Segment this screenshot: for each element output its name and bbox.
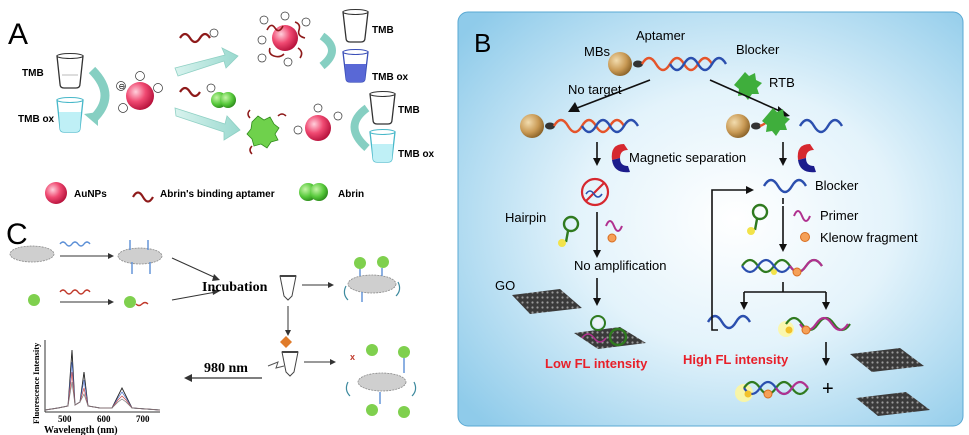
tick-500: 500 xyxy=(58,414,72,424)
tick-700: 700 xyxy=(136,414,150,424)
hairpin-right xyxy=(747,203,769,235)
go-sheet-right-2 xyxy=(856,392,930,416)
aunp-bare-bottom xyxy=(293,103,343,141)
panel-b-background xyxy=(457,11,964,427)
legend-aptamer-icon xyxy=(132,191,154,203)
magnet-icon-right xyxy=(797,144,816,173)
blocker-strand-top xyxy=(668,56,728,72)
aunp-center xyxy=(126,82,154,110)
svg-text:⊖: ⊖ xyxy=(119,82,126,91)
aptamer-strand xyxy=(179,32,211,44)
go-sheet-left xyxy=(512,289,582,314)
label-go: GO xyxy=(495,278,515,293)
label-aptamer: Aptamer xyxy=(636,28,686,43)
label-plus: + xyxy=(822,378,834,400)
magnet-icon-left xyxy=(611,144,630,173)
panel-a-legend: AuNPs Abrin's binding aptamer Abrin xyxy=(45,182,364,204)
label-no-target: No target xyxy=(568,82,622,97)
beaker-tmb-ox-top xyxy=(342,48,369,83)
label-mbs: MBs xyxy=(584,44,611,59)
abrin-aptamer-complex xyxy=(246,109,287,155)
beaker-tmb-bottom xyxy=(369,90,396,125)
label-tmb-ox-bottom: TMB ox xyxy=(398,149,435,160)
klenow-left xyxy=(607,233,617,243)
beaker-tmb-ox-left xyxy=(56,96,84,133)
label-tmb-left: TMB xyxy=(22,68,44,79)
label-blocker-mid: Blocker xyxy=(815,178,859,193)
ucnp-rod-modified xyxy=(117,240,163,274)
label-tmb-ox-top: TMB ox xyxy=(372,72,409,83)
complex-top xyxy=(343,256,401,302)
aptamer-strand-top xyxy=(640,56,714,72)
hairpin-left xyxy=(558,215,580,247)
label-magnetic-separation: Magnetic separation xyxy=(629,150,746,165)
svg-text:x: x xyxy=(350,352,355,362)
label-incubation: Incubation xyxy=(202,280,268,295)
spectrum-ylabel: Fluorescence Intensity xyxy=(31,342,41,424)
panel-c-letter: C xyxy=(6,218,28,251)
legend-abrin: Abrin xyxy=(338,189,364,200)
primer-right xyxy=(793,210,811,222)
label-high-fl: High FL intensity xyxy=(683,352,789,367)
recycled-blocker xyxy=(706,314,752,330)
amplified-duplex xyxy=(741,258,823,277)
klenow-right xyxy=(800,232,810,242)
blocker-strand-mid xyxy=(762,178,808,194)
label-tmb-ox-left: TMB ox xyxy=(18,114,55,125)
magnetic-bead-right xyxy=(726,114,750,138)
panel-b: B MBs Aptamer Blocker RTB No target xyxy=(457,11,964,427)
legend-aunp-icon xyxy=(45,182,67,204)
label-low-fl: Low FL intensity xyxy=(545,356,648,371)
ucnp-rod-1 xyxy=(9,245,55,263)
beaker-tmb-left xyxy=(56,52,84,89)
label-no-amplification: No amplification xyxy=(574,258,667,273)
arrow-lower xyxy=(174,107,241,141)
label-980nm: 980 nm xyxy=(204,361,248,376)
arrow-upper xyxy=(174,47,239,77)
duplex-glow xyxy=(778,316,851,337)
label-primer: Primer xyxy=(820,208,859,223)
primer-left xyxy=(605,220,623,232)
panel-c: C Incubation xyxy=(6,218,417,435)
go-complex-low xyxy=(574,315,646,349)
tube-icon-2 xyxy=(280,336,299,377)
beaker-tmb-ox-bottom xyxy=(369,128,396,163)
label-klenow: Klenow fragment xyxy=(820,230,918,245)
legend-aunps: AuNPs xyxy=(74,189,107,200)
panel-a: A TMB TMB ox ⊖ xyxy=(8,8,435,204)
no-symbol-icon xyxy=(580,177,610,207)
duplex-final xyxy=(735,380,809,402)
label-rtb: RTB xyxy=(769,75,795,90)
abrin-hex-1 xyxy=(28,294,40,306)
legend-aptamer: Abrin's binding aptamer xyxy=(160,189,275,200)
beaker-tmb-top xyxy=(342,8,369,43)
recycle-arrow xyxy=(711,189,748,331)
panel-b-letter: B xyxy=(474,28,491,58)
label-blocker-top: Blocker xyxy=(736,42,780,57)
tick-600: 600 xyxy=(97,414,111,424)
released-blocker xyxy=(798,118,844,134)
label-tmb-bottom: TMB xyxy=(398,105,420,116)
tube-icon-1 xyxy=(279,275,297,301)
aunp-aptamer-coated xyxy=(257,11,311,67)
spectrum-plot: 500 600 700 Wavelength (nm) Fluorescence… xyxy=(31,340,161,435)
complex-bottom: x xyxy=(345,344,417,418)
label-tmb-top: TMB xyxy=(372,25,394,36)
magnetic-bead-left xyxy=(520,114,544,138)
rtb-bound xyxy=(762,108,790,136)
magnetic-bead-top xyxy=(608,52,632,76)
spectrum-xlabel: Wavelength (nm) xyxy=(44,425,118,435)
go-sheet-right-1 xyxy=(850,348,924,372)
curved-arrow-left xyxy=(88,66,110,124)
label-hairpin: Hairpin xyxy=(505,210,546,225)
panel-a-letter: A xyxy=(8,18,28,51)
